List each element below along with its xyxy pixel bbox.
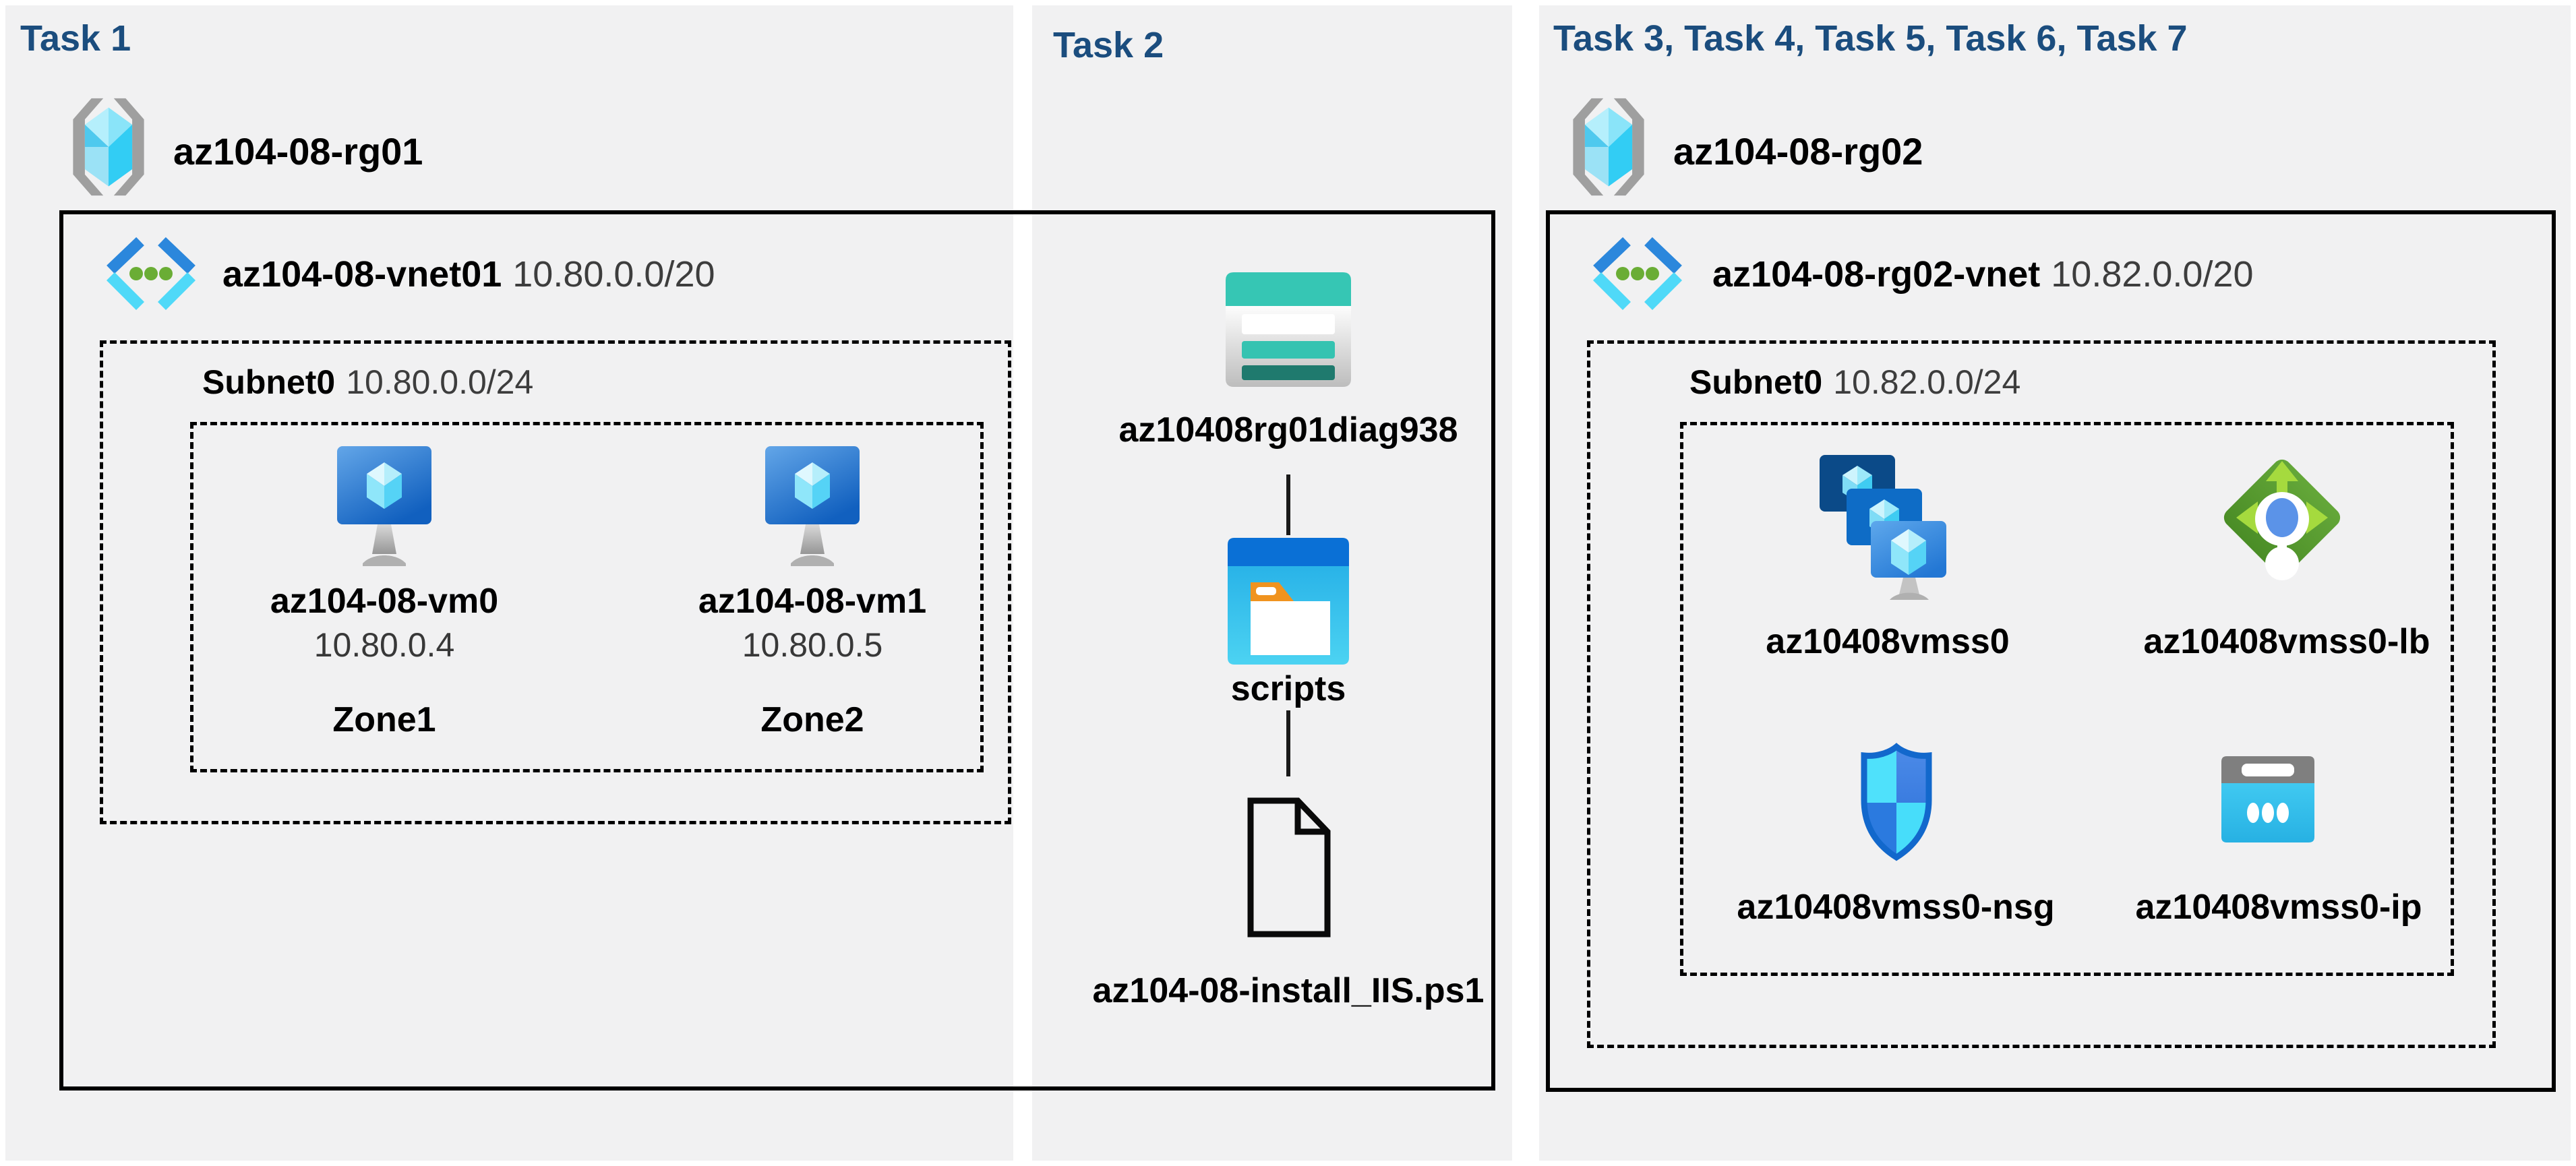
subnet2-label: Subnet0 10.82.0.0/24 [1689, 363, 2020, 402]
subnet2-cidr: 10.82.0.0/24 [1833, 363, 2021, 401]
storage-account-name: az10408rg01diag938 [1118, 410, 1458, 450]
network-security-group-icon [1861, 743, 1932, 861]
vnet1-name: az104-08-vnet01 [222, 254, 502, 295]
vnet2-boundary-box [1546, 210, 2556, 1092]
public-ip-icon [2221, 756, 2314, 842]
rg1-name: az104-08-rg01 [173, 130, 423, 173]
task3-title: Task 3, Task 4, Task 5, Task 6, Task 7 [1553, 18, 2188, 59]
vnet2-name: az104-08-rg02-vnet [1712, 254, 2041, 295]
vm1-name: az104-08-vm1 [698, 582, 927, 621]
virtual-machine-icon [765, 446, 860, 566]
nsg-name: az10408vmss0-nsg [1737, 888, 2055, 927]
vnet1-cidr: 10.80.0.0/20 [512, 254, 715, 295]
rg2-name: az104-08-rg02 [1673, 130, 1923, 173]
vm0-ip: 10.80.0.4 [313, 626, 455, 664]
vm-scale-set-icon [1820, 455, 1946, 600]
vnet2-cidr: 10.82.0.0/20 [2051, 254, 2254, 295]
vm1-zone: Zone2 [760, 700, 864, 739]
public-ip-name: az10408vmss0-ip [2135, 888, 2422, 927]
zone-group-dashed-box [190, 422, 984, 772]
subnet1-cidr: 10.80.0.0/24 [346, 363, 534, 401]
resource-group-icon [73, 98, 144, 196]
script-file-name: az104-08-install_IIS.ps1 [1092, 971, 1485, 1010]
vmss-group-dashed-box [1680, 422, 2454, 976]
connector-storage-to-container [1286, 474, 1290, 535]
container-name: scripts [1230, 669, 1346, 708]
vm0-zone: Zone1 [332, 700, 436, 739]
task3-panel [1539, 5, 2571, 1161]
subnet1-label: Subnet0 10.80.0.0/24 [202, 363, 533, 402]
vnet1-boundary-box [59, 210, 1495, 1091]
subnet2-dashed-box [1587, 340, 2496, 1048]
subnet2-name: Subnet0 [1689, 363, 1823, 401]
powershell-script-file-icon [1247, 797, 1331, 938]
blob-container-icon [1228, 538, 1349, 665]
vmss-name: az10408vmss0 [1766, 622, 2010, 661]
subnet1-dashed-box [100, 340, 1011, 824]
load-balancer-name: az10408vmss0-lb [2143, 622, 2430, 661]
subnet1-name: Subnet0 [202, 363, 336, 401]
vm0-name: az104-08-vm0 [270, 582, 499, 621]
task1-title: Task 1 [20, 18, 131, 59]
resource-group-icon [1573, 98, 1644, 196]
virtual-network-icon [1592, 237, 1683, 311]
task2-title: Task 2 [1053, 25, 1164, 65]
virtual-network-icon [106, 237, 196, 311]
connector-container-to-file [1286, 710, 1290, 776]
load-balancer-icon [2223, 459, 2341, 580]
storage-account-icon [1226, 272, 1351, 387]
task1-panel [5, 5, 1013, 1161]
vm1-ip: 10.80.0.5 [742, 626, 883, 664]
virtual-machine-icon [337, 446, 431, 566]
